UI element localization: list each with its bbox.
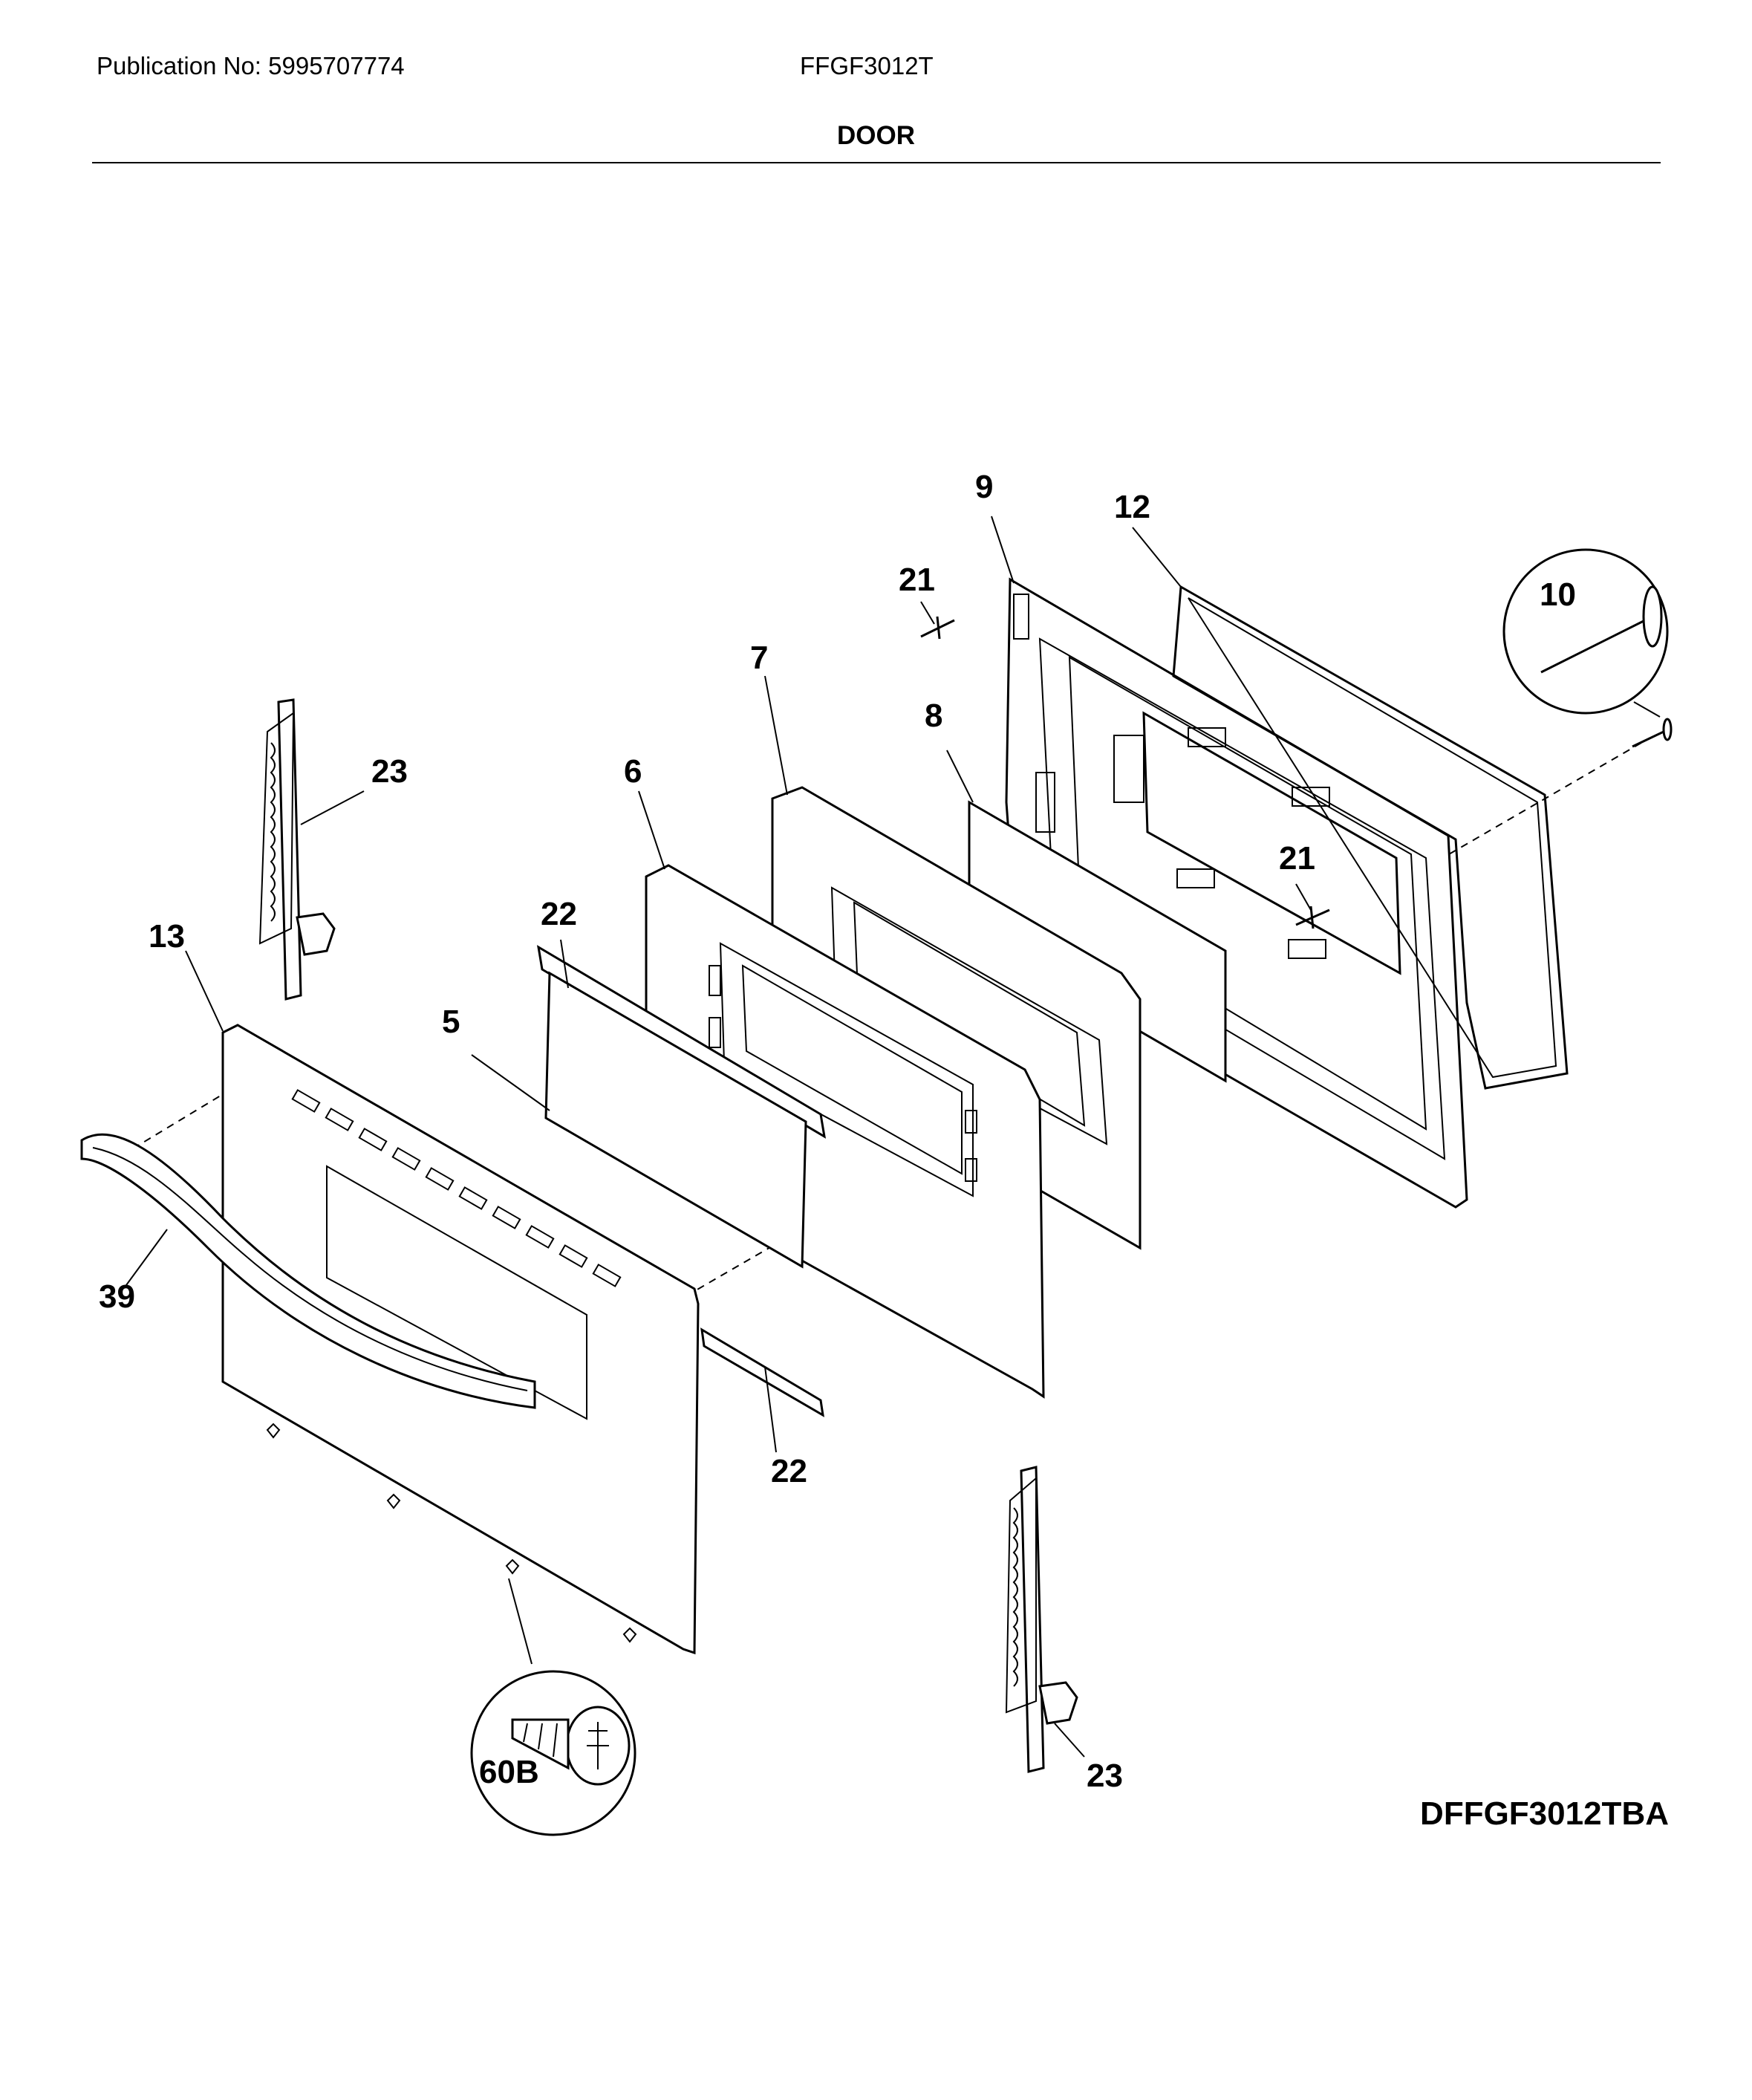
callout-60b: 60B	[479, 1754, 539, 1790]
diagram-code: DFFGF3012TBA	[1420, 1795, 1669, 1832]
header-rule	[92, 162, 1661, 163]
callout-12: 12	[1114, 489, 1150, 525]
part-39-door-handle	[80, 1133, 536, 1409]
model-number: FFGF3012T	[800, 52, 934, 79]
callout-6: 6	[624, 753, 642, 790]
part-6-inner-door-panel	[645, 864, 1045, 1399]
callout-23-upper: 23	[371, 753, 408, 790]
callout-22-lower: 22	[771, 1453, 807, 1489]
callout-23-lower: 23	[1087, 1758, 1123, 1794]
callout-39: 39	[99, 1278, 135, 1315]
door-screws	[266, 1423, 637, 1643]
part-23-upper-hinge	[258, 698, 336, 1001]
vent-slots	[291, 1089, 622, 1287]
part-21-upper-clip	[920, 616, 955, 640]
callout-9: 9	[975, 469, 993, 505]
callout-5: 5	[442, 1004, 460, 1040]
part-13-outer-door-panel	[221, 1024, 700, 1655]
part-21-lower-clip	[1295, 906, 1330, 929]
callouts: 9 12 21 10 7 8 23 6 21 22 13 5 39 22 60B…	[99, 469, 1576, 1794]
screw-shaft	[1540, 619, 1646, 674]
callout-10: 10	[1540, 576, 1576, 613]
part-12-door-gasket	[1172, 585, 1569, 1090]
callout-13: 13	[149, 918, 185, 955]
callout-7: 7	[750, 640, 768, 676]
callout-22-upper: 22	[541, 896, 577, 932]
section-title: DOOR	[837, 121, 915, 150]
part-10-detail-bubble	[1502, 548, 1673, 748]
callout-21-lower: 21	[1279, 840, 1315, 877]
part-22-lower-rail	[700, 1327, 824, 1417]
callout-8: 8	[925, 698, 942, 734]
part-23-lower-hinge	[1005, 1466, 1078, 1773]
publication-number: Publication No: 5995707774	[97, 52, 405, 79]
screw-head	[1642, 585, 1663, 648]
leader-lines	[126, 516, 1312, 1758]
assembly-axis	[109, 742, 1642, 1397]
part-5-outer-glass	[544, 971, 807, 1269]
part-22-upper-rail	[536, 945, 827, 1139]
part-60b-detail-bubble	[470, 1578, 636, 1836]
callout-21-upper: 21	[899, 562, 935, 598]
